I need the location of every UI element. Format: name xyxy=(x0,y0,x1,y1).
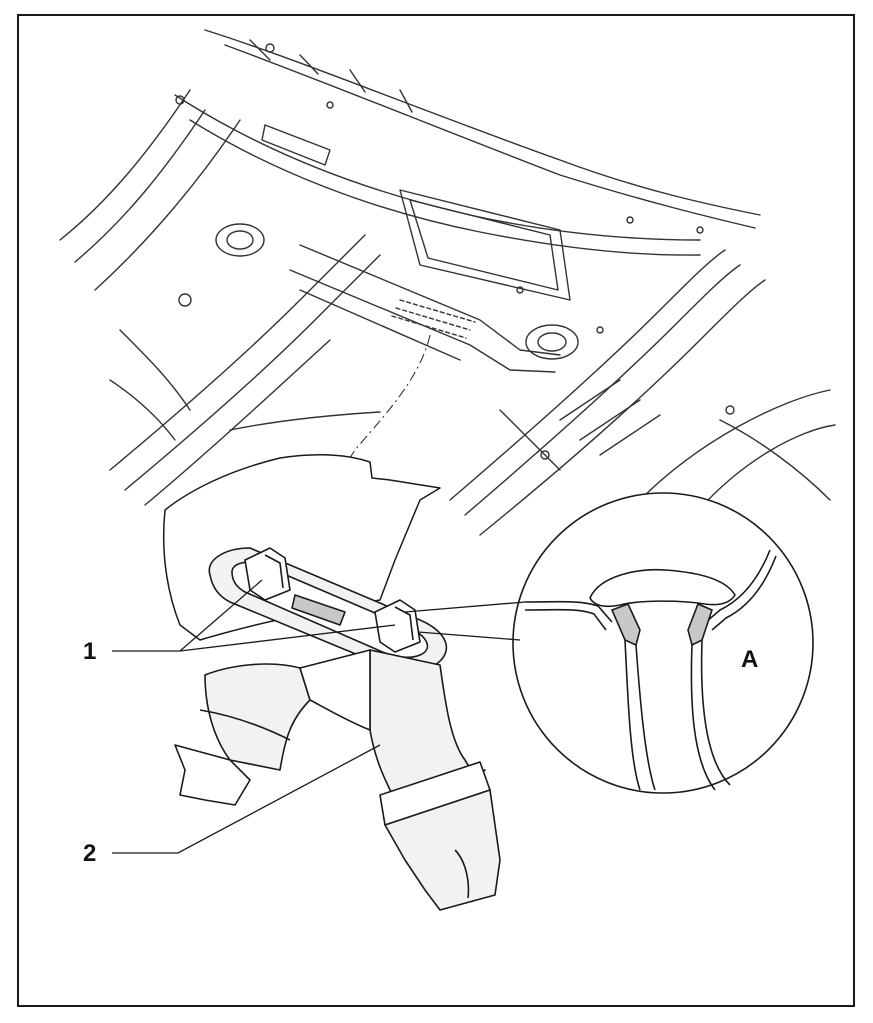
mounting-flange-part xyxy=(208,547,448,671)
assembly-path-lines xyxy=(327,334,431,561)
leader-lines xyxy=(112,579,526,854)
vehicle-body-structure xyxy=(59,29,836,536)
callout-label-detail-a: A xyxy=(741,646,759,673)
callout-label-2: 2 xyxy=(83,840,97,867)
callout-label-1: 1 xyxy=(83,638,97,665)
detail-circle-a xyxy=(512,492,814,794)
air-duct-part xyxy=(174,649,501,911)
